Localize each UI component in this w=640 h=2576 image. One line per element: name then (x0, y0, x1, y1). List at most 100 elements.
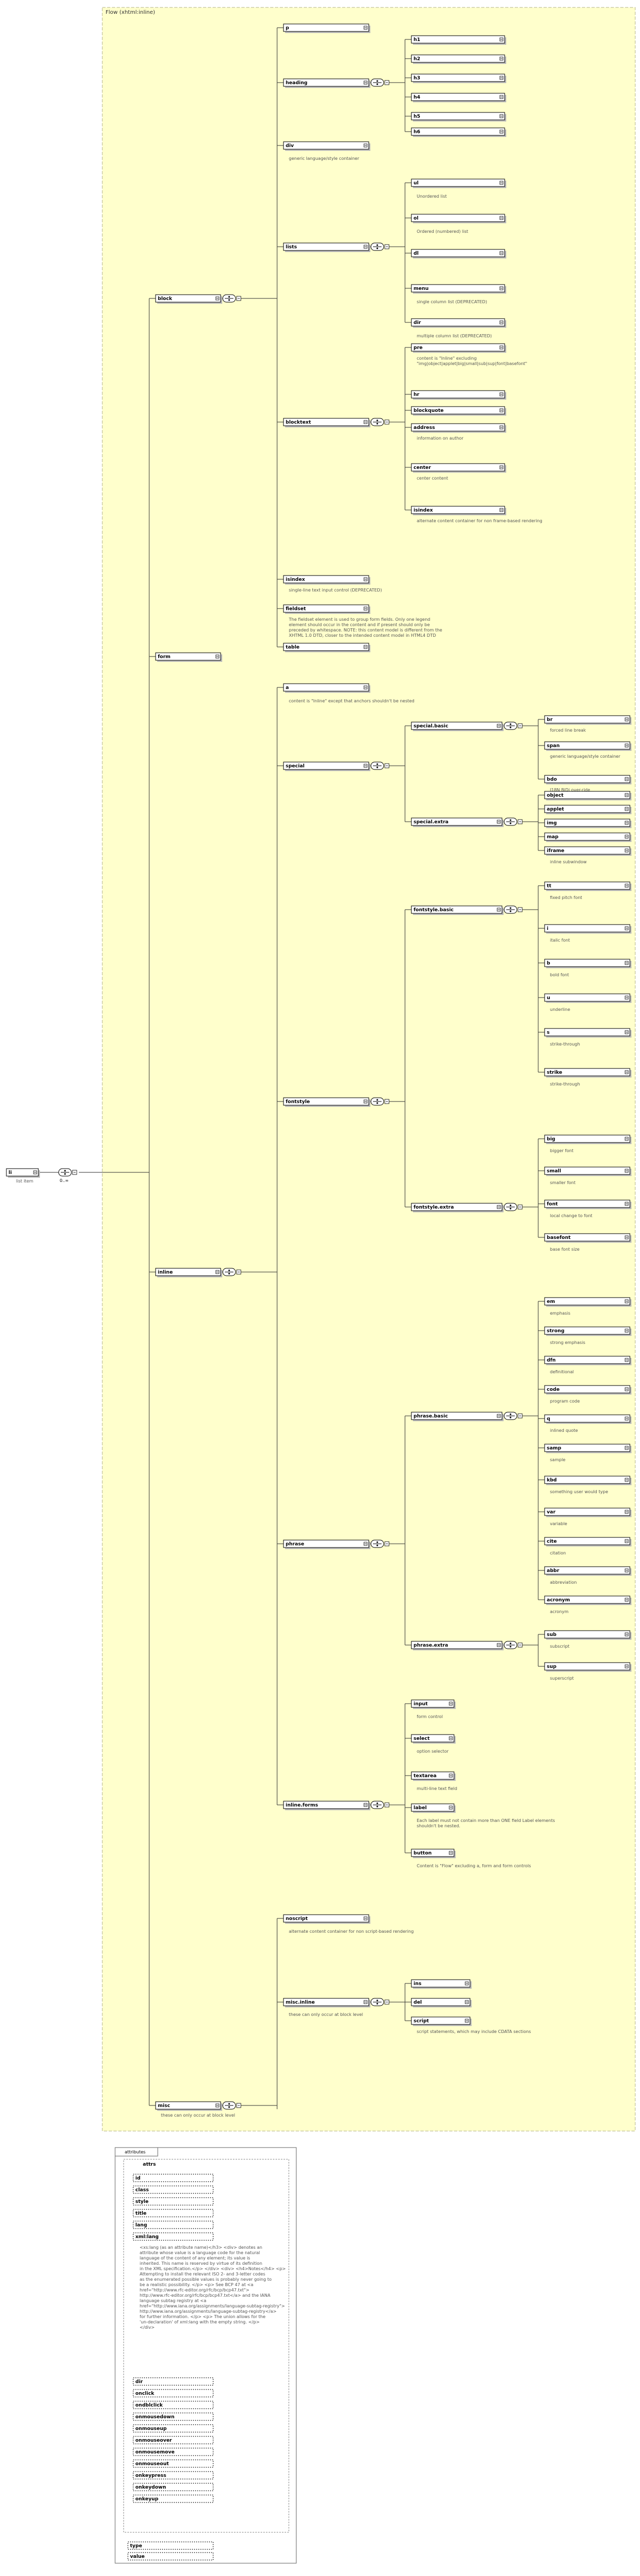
attr-value[interactable]: value (127, 2552, 214, 2561)
element-blocktext-0[interactable]: pre (411, 343, 506, 353)
group-lists[interactable]: lists (283, 242, 370, 252)
element-inline-form-2[interactable]: textarea (411, 1771, 456, 1781)
element-special-extra-1[interactable]: applet (544, 805, 631, 814)
element-fontstyle-basic-3[interactable]: u (544, 993, 631, 1003)
element-h5[interactable]: h5 (411, 112, 506, 121)
element-misc-inline-1[interactable]: del (411, 1998, 472, 2007)
element-fontstyle-basic-4[interactable]: s (544, 1028, 631, 1038)
element-inline-form-4[interactable]: button (411, 1849, 456, 1858)
element-fontstyle-extra-3[interactable]: basefont (544, 1233, 631, 1243)
element-list-1[interactable]: ol (411, 214, 506, 223)
element-list-2[interactable]: dl (411, 249, 506, 258)
element-p[interactable]: p (283, 23, 370, 33)
element-blocktext-4[interactable]: center (411, 463, 506, 473)
group-phrase-basic[interactable]: phrase.basic (411, 1412, 504, 1421)
element-phrase-basic-10[interactable]: acronym (544, 1595, 631, 1605)
element-inline-form-3[interactable]: label (411, 1803, 456, 1813)
element-phrase-basic-4[interactable]: q (544, 1414, 631, 1424)
element-fontstyle-basic-2[interactable]: b (544, 959, 631, 968)
attr-dir[interactable]: dir (133, 2377, 214, 2386)
group-fontstyle[interactable]: fontstyle (283, 1097, 370, 1107)
attr-xml-lang[interactable]: xml:lang (133, 2232, 214, 2241)
element-fontstyle-extra-2[interactable]: font (544, 1200, 631, 1209)
element-phrase-basic-6[interactable]: kbd (544, 1476, 631, 1485)
element-special-basic-0[interactable]: br (544, 715, 631, 725)
group-misc[interactable]: misc (155, 2101, 222, 2111)
group-phrase[interactable]: phrase (283, 1540, 370, 1549)
element-list-3[interactable]: menu (411, 284, 506, 294)
element-special-extra-4[interactable]: iframe (544, 846, 631, 856)
element-blocktext-5[interactable]: isindex (411, 506, 506, 515)
attr-onmousemove[interactable]: onmousemove (133, 2448, 214, 2456)
attr-class[interactable]: class (133, 2185, 214, 2194)
element-special-basic-2[interactable]: bdo (544, 775, 631, 784)
element-special-extra-3[interactable]: map (544, 832, 631, 842)
element-blocktext-1[interactable]: hr (411, 390, 506, 400)
group-blocktext[interactable]: blocktext (283, 418, 370, 427)
element-list-0[interactable]: ul (411, 179, 506, 188)
element-phrase-basic-3[interactable]: code (544, 1385, 631, 1395)
element-misc-inline-2[interactable]: script (411, 2016, 472, 2026)
attr-id[interactable]: id (133, 2174, 214, 2182)
attr-title[interactable]: title (133, 2209, 214, 2217)
group-special-basic[interactable]: special.basic (411, 722, 504, 731)
element-h2[interactable]: h2 (411, 54, 506, 64)
attr-style[interactable]: style (133, 2197, 214, 2206)
group-special-extra[interactable]: special.extra (411, 817, 504, 827)
attr-ondblclick[interactable]: ondblclick (133, 2401, 214, 2409)
element-blocktext-3[interactable]: address (411, 423, 506, 433)
element-noscript[interactable]: noscript (283, 1914, 370, 1924)
element-a[interactable]: a (283, 683, 370, 693)
attr-onmouseover[interactable]: onmouseover (133, 2436, 214, 2444)
attr-onkeypress[interactable]: onkeypress (133, 2471, 214, 2480)
group-fontstyle-basic[interactable]: fontstyle.basic (411, 905, 504, 915)
element-phrase-basic-1[interactable]: strong (544, 1326, 631, 1336)
element-fontstyle-basic-5[interactable]: strike (544, 1068, 631, 1078)
element-table[interactable]: table (283, 643, 370, 652)
group-inline[interactable]: inline (155, 1268, 222, 1277)
attr-onmouseout[interactable]: onmouseout (133, 2459, 214, 2468)
root-element-li[interactable]: li (6, 1168, 40, 1178)
element-phrase-extra-1[interactable]: sup (544, 1662, 631, 1672)
group-heading[interactable]: heading (283, 78, 370, 88)
attr-onkeyup[interactable]: onkeyup (133, 2494, 214, 2503)
element-div[interactable]: div (283, 141, 370, 151)
element-special-extra-2[interactable]: img (544, 819, 631, 828)
attr-onclick[interactable]: onclick (133, 2389, 214, 2397)
element-h4[interactable]: h4 (411, 93, 506, 102)
group-fontstyle-extra[interactable]: fontstyle.extra (411, 1203, 504, 1212)
element-inline-form-1[interactable]: select (411, 1734, 456, 1744)
attr-onmousedown[interactable]: onmousedown (133, 2412, 214, 2421)
group-misc-inline[interactable]: misc.inline (283, 1998, 370, 2007)
element-special-basic-1[interactable]: span (544, 741, 631, 751)
element-fontstyle-extra-0[interactable]: big (544, 1135, 631, 1144)
attr-onmouseup[interactable]: onmouseup (133, 2424, 214, 2433)
group-special[interactable]: special (283, 762, 370, 771)
element-form[interactable]: form (155, 652, 222, 662)
element-h6[interactable]: h6 (411, 127, 506, 137)
attr-lang[interactable]: lang (133, 2221, 214, 2229)
element-misc-inline-0[interactable]: ins (411, 1979, 472, 1989)
element-h1[interactable]: h1 (411, 35, 506, 45)
element-inline-form-0[interactable]: input (411, 1699, 456, 1709)
element-h3[interactable]: h3 (411, 74, 506, 83)
element-phrase-basic-0[interactable]: em (544, 1297, 631, 1307)
element-phrase-basic-2[interactable]: dfn (544, 1356, 631, 1365)
element-phrase-basic-5[interactable]: samp (544, 1444, 631, 1453)
group-block[interactable]: block (155, 294, 222, 304)
group-inline-forms[interactable]: inline.forms (283, 1801, 370, 1810)
element-blocktext-2[interactable]: blockquote (411, 406, 506, 416)
attr-onkeydown[interactable]: onkeydown (133, 2483, 214, 2491)
element-special-extra-0[interactable]: object (544, 791, 631, 800)
element-fontstyle-extra-1[interactable]: small (544, 1167, 631, 1176)
attr-type[interactable]: type (127, 2541, 214, 2550)
element-list-4[interactable]: dir (411, 318, 506, 328)
element-isindex[interactable]: isindex (283, 575, 370, 585)
group-phrase-extra[interactable]: phrase.extra (411, 1641, 504, 1650)
element-phrase-basic-8[interactable]: cite (544, 1537, 631, 1546)
element-fontstyle-basic-0[interactable]: tt (544, 881, 631, 891)
element-phrase-extra-0[interactable]: sub (544, 1630, 631, 1640)
element-phrase-basic-9[interactable]: abbr (544, 1566, 631, 1576)
element-fontstyle-basic-1[interactable]: i (544, 924, 631, 934)
element-fieldset[interactable]: fieldset (283, 604, 370, 614)
